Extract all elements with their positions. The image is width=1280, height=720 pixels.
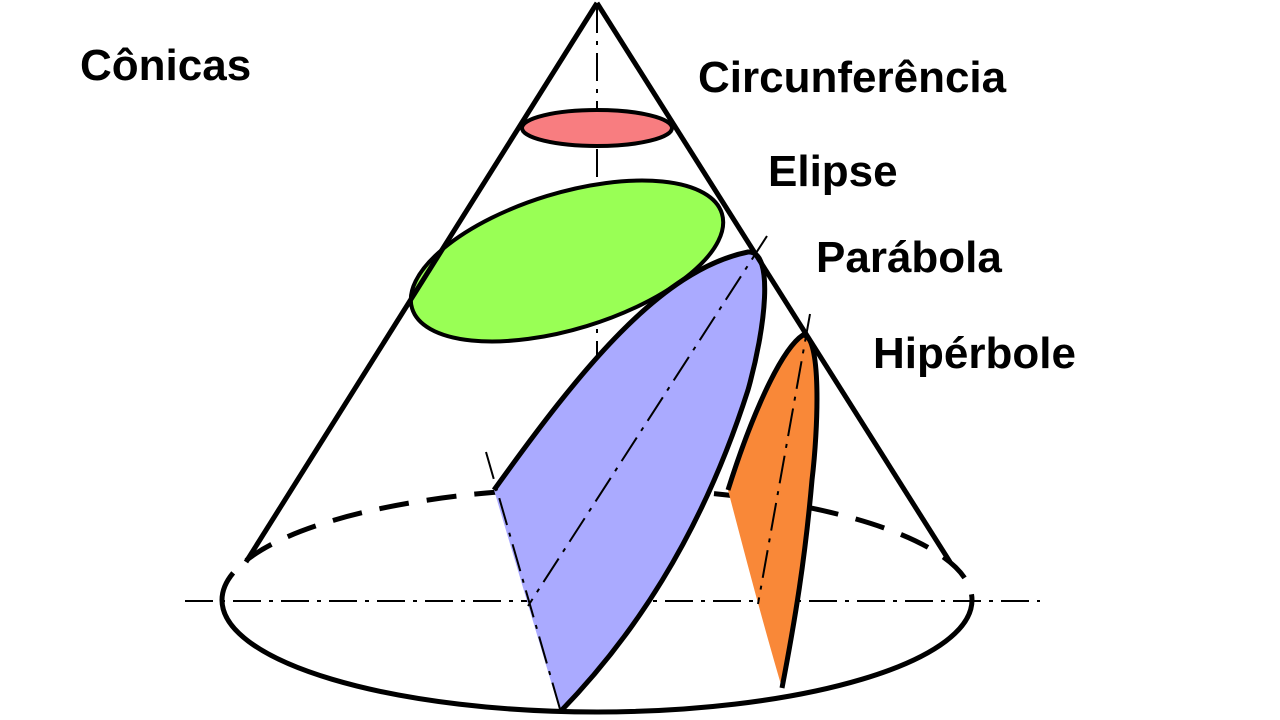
plane-lines	[485, 235, 811, 717]
parabola-plane-line	[485, 451, 563, 717]
hyperbola-plane-line	[757, 313, 811, 605]
cone-left-edge	[243, 1, 600, 564]
label-circle: Circunferência	[698, 53, 1007, 102]
page-title: Cônicas	[80, 41, 252, 90]
label-hyperbola: Hipérbole	[873, 329, 1076, 378]
cone-outline	[243, 1, 953, 564]
ellipse-section	[408, 178, 726, 344]
hyperbola-section	[728, 335, 817, 688]
label-ellipse: Elipse	[768, 147, 898, 196]
circle-section	[520, 108, 674, 148]
parabola-section	[494, 251, 765, 712]
hyperbola-curve	[725, 332, 820, 689]
base-front-edge	[219, 599, 975, 715]
parabola-curve	[491, 249, 768, 714]
parabola-axis-line	[527, 235, 768, 607]
label-parabola: Parábola	[816, 233, 1002, 282]
cone-right-edge	[594, 1, 953, 564]
